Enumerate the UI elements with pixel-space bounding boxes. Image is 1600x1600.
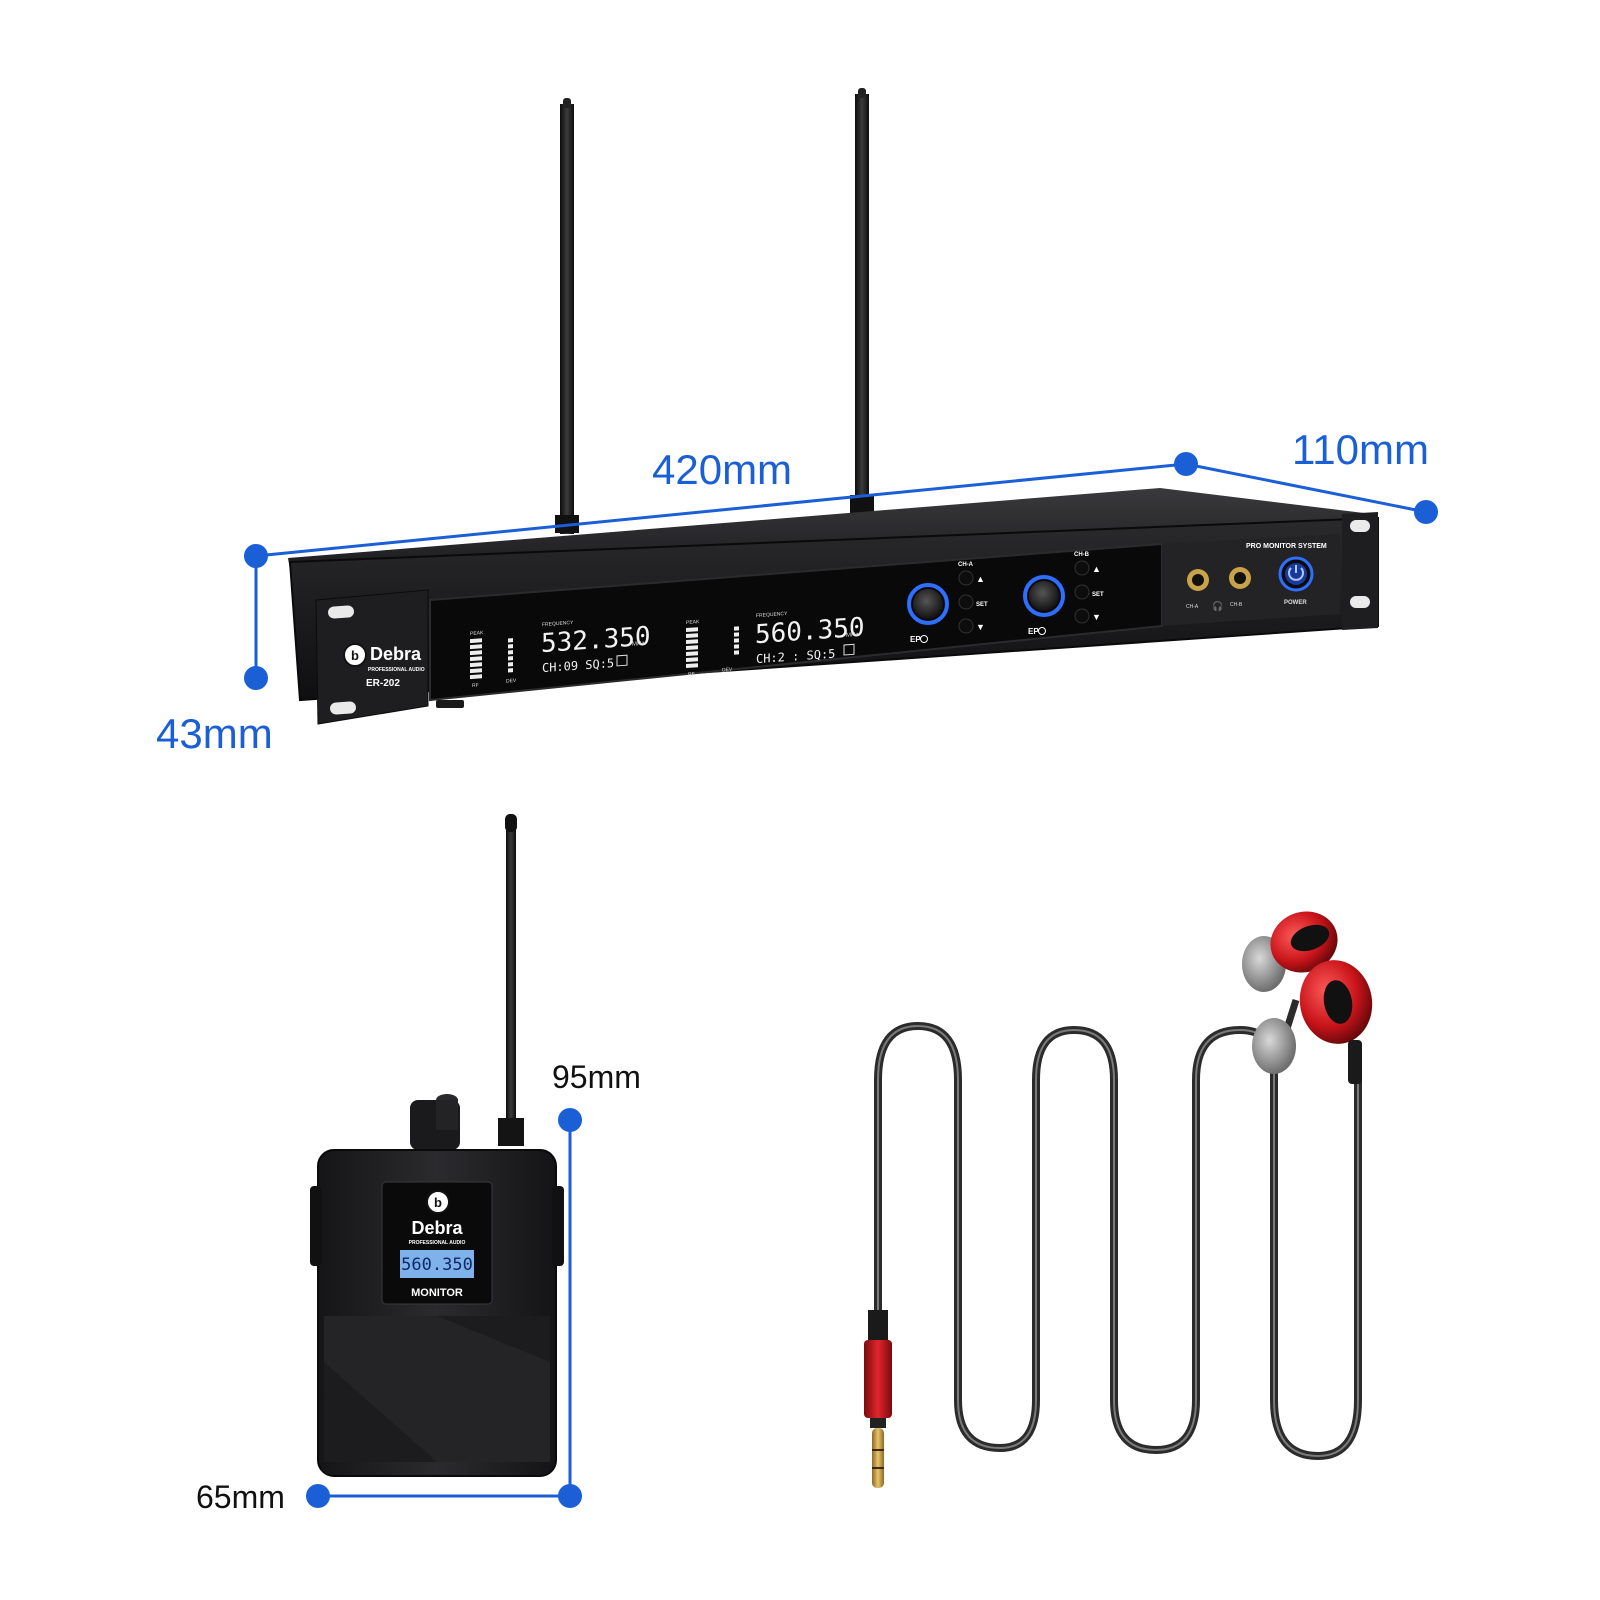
- bodypack-height-label: 95mm: [552, 1059, 641, 1095]
- cha-unit: MHz: [632, 641, 644, 648]
- set-b-label: SET: [1092, 592, 1104, 598]
- cha-down-icon: ▼: [976, 622, 985, 632]
- jack-b-label: CH-B: [1230, 602, 1243, 608]
- bodypack-lcd: [400, 1250, 474, 1278]
- ep-a-label: EP: [910, 635, 921, 644]
- chb-status: CH:2 : SQ:5: [756, 647, 835, 667]
- chassis-top: [288, 488, 1372, 570]
- rack-ear-left: [315, 589, 429, 725]
- receiver-model: ER-202: [366, 678, 400, 689]
- volume-knob-b[interactable]: EP: [1020, 572, 1068, 636]
- bodypack-receiver: b Debra PROFESSIONAL AUDIO 560.350 MONIT…: [310, 814, 564, 1477]
- headphone-jack-a[interactable]: [1187, 569, 1209, 591]
- receiver-brand: Debra: [370, 644, 422, 664]
- cha-up-button[interactable]: [958, 570, 974, 586]
- volume-knob-a[interactable]: EP: [904, 580, 952, 644]
- chb-down-icon: ▼: [1092, 612, 1101, 622]
- receiver-dimension-lines: [244, 452, 1438, 690]
- depth-dimension-label: 110mm: [1292, 426, 1429, 473]
- audio-jack-plug: [864, 1310, 892, 1488]
- cha-button-label: CH-A: [958, 562, 974, 568]
- width-dimension-label: 420mm: [652, 446, 792, 493]
- cha-buttons: CH-A ▲ SET ▼: [958, 562, 988, 634]
- rack-receiver: b Debra PROFESSIONAL AUDIO ER-202 PEAK R…: [288, 88, 1379, 725]
- receiver-brand-sub: PROFESSIONAL AUDIO: [368, 667, 425, 673]
- in-ear-earphones: [864, 911, 1373, 1488]
- chb-down-button[interactable]: [1074, 608, 1090, 624]
- chb-freq-caption: FREQUENCY: [756, 611, 788, 619]
- jack-a-label: CH-A: [1186, 604, 1199, 610]
- headphone-jack-b[interactable]: [1229, 567, 1251, 589]
- earbud-left: [1242, 911, 1338, 992]
- cha-set-button[interactable]: [958, 594, 974, 610]
- earphone-cable: [874, 1022, 1362, 1460]
- headphone-icon: 🎧: [1212, 600, 1223, 611]
- bodypack-monitor-label: MONITOR: [411, 1287, 463, 1299]
- power-label: POWER: [1284, 600, 1307, 606]
- cha-freq-caption: FREQUENCY: [542, 620, 574, 628]
- bodypack-width-label: 65mm: [196, 1479, 285, 1515]
- chb-dev-label: DEV: [722, 667, 733, 674]
- cha-dev-label: DEV: [506, 678, 517, 685]
- ep-b-label: EP: [1028, 627, 1039, 636]
- receiver-logo: b Debra PROFESSIONAL AUDIO ER-202: [343, 643, 425, 689]
- antenna-left: [555, 98, 579, 534]
- earbud-right: [1252, 960, 1373, 1084]
- cha-dev-meter: [508, 638, 513, 673]
- svg-text:b: b: [434, 1195, 442, 1210]
- antenna-right: [850, 88, 874, 514]
- cha-rf-meter: [470, 638, 482, 680]
- bodypack-volume-knob[interactable]: [410, 1094, 460, 1150]
- set-a-label: SET: [976, 602, 988, 608]
- cha-peak-label: PEAK: [470, 630, 484, 637]
- cha-status: CH:09 SQ:5: [542, 656, 614, 675]
- chb-button-label: CH-B: [1074, 552, 1090, 558]
- power-icon: [1288, 567, 1304, 581]
- chb-rf-label: RF: [688, 671, 695, 677]
- bodypack-dimension-lines: [306, 1108, 582, 1508]
- power-button[interactable]: [1278, 556, 1314, 592]
- pro-monitor-label: PRO MONITOR SYSTEM: [1246, 543, 1327, 550]
- chb-up-button[interactable]: [1074, 560, 1090, 576]
- bodypack-brand-sub: PROFESSIONAL AUDIO: [409, 1240, 466, 1246]
- height-dimension-label: 43mm: [156, 710, 273, 757]
- bodypack-frequency: 560.350: [401, 1255, 473, 1275]
- chb-buttons: CH-B ▲ SET ▼: [1074, 552, 1104, 624]
- chb-up-icon: ▲: [1092, 564, 1101, 574]
- svg-text:b: b: [351, 648, 359, 663]
- cha-down-button[interactable]: [958, 618, 974, 634]
- chb-dev-meter: [734, 626, 739, 655]
- bodypack-brand: Debra: [411, 1218, 463, 1238]
- cha-rf-label: RF: [472, 683, 479, 689]
- channel-a-display: PEAK RF DEV FREQUENCY 532.350: [470, 620, 651, 689]
- chb-unit: MHz: [846, 632, 858, 639]
- chb-set-button[interactable]: [1074, 584, 1090, 600]
- chb-peak-label: PEAK: [686, 619, 700, 626]
- cha-up-icon: ▲: [976, 574, 985, 584]
- chb-rf-meter: [686, 627, 698, 669]
